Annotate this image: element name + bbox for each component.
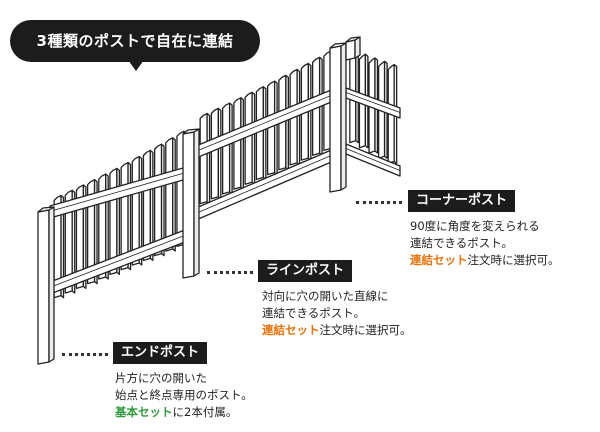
panel-1-slat	[165, 137, 174, 252]
corner-post	[329, 45, 342, 193]
line-post-line3: 連結セット注文時に選択可。	[262, 322, 412, 339]
panel-3-bottom-rail-edge	[345, 148, 401, 171]
end-post-title: エンドポスト	[121, 345, 200, 360]
line-post-side	[193, 128, 200, 277]
end-post-set-note: に2本付属。	[172, 405, 238, 419]
corner-post-line3: 連結セット注文時に選択可。	[410, 252, 560, 269]
panel-2-slat-side	[228, 102, 233, 195]
end-post-side	[48, 206, 55, 363]
corner-post-line1: 90度に角度を変えられる	[410, 219, 540, 233]
panel-1-slat-side	[82, 184, 87, 289]
panel-3-top-rail-edge	[345, 92, 401, 113]
panel-2-slat	[199, 112, 208, 205]
line-post-set-name: 連結セット	[262, 323, 320, 337]
end-post-line2: 始点と終点専用のポスト。	[115, 388, 253, 402]
line-post-set-note: 注文時に選択可。	[319, 323, 412, 337]
end-post-description: 片方に穴の開いた 始点と終点専用のポスト。 基本セットに2本付属。	[115, 370, 253, 421]
line-post-description: 対向に穴の開いた直線に 連結できるポスト。 連結セット注文時に選択可。	[262, 288, 412, 339]
panel-2-slat	[266, 80, 276, 176]
panel-2-slat-side	[251, 91, 256, 185]
headline-text: 3種類のポストで自在に連結	[36, 32, 234, 50]
panel-1-slat-side	[60, 194, 65, 299]
panel-1-bottom-rail-edge	[49, 233, 191, 288]
panel-1-slat-side	[172, 137, 176, 252]
panel-1-top-rail-edge	[49, 171, 191, 212]
panel-2-slat	[233, 97, 242, 190]
line-post-leader-dots	[207, 271, 253, 274]
corner-post-side	[340, 42, 347, 191]
corner-post-set-note: 注文時に選択可。	[467, 253, 560, 267]
end-post-label: エンドポスト	[113, 342, 208, 364]
panel-1-slat-side	[71, 189, 76, 294]
end-post-leader-dots	[62, 353, 108, 356]
end-post-line3: 基本セットに2本付属。	[115, 404, 253, 421]
panel-2-slat-side	[262, 86, 267, 181]
corner-post-title: コーナーポスト	[416, 193, 508, 208]
corner-post-set-name: 連結セット	[410, 253, 468, 267]
panel-2-slat-side	[240, 97, 245, 190]
corner-post-leader-dots	[356, 201, 402, 204]
panel-2-slat-side	[285, 74, 290, 171]
end-post-set-name: 基本セット	[115, 405, 173, 419]
panel-2-slat	[244, 91, 253, 185]
panel-2-bottom-rail-edge	[195, 153, 337, 214]
panel-1-slat	[153, 143, 163, 257]
corner-post-label: コーナーポスト	[408, 190, 516, 212]
panel-2-slat-side	[217, 107, 222, 200]
bubble-tail	[128, 60, 144, 71]
end-post-cap	[37, 206, 55, 213]
line-post-line1: 対向に穴の開いた直線に	[262, 289, 389, 303]
panel-2-slat-side	[296, 68, 301, 166]
end-post-line1: 片方に穴の開いた	[115, 371, 207, 385]
line-post-line2: 連結できるポスト。	[262, 306, 366, 320]
panel-2-slat-side	[206, 112, 211, 205]
line-post-label: ラインポスト	[258, 260, 353, 282]
line-post-title: ラインポスト	[266, 263, 345, 278]
panel-2-slat	[221, 102, 231, 195]
line-post	[182, 131, 195, 279]
panel-2-slat-side	[273, 80, 278, 176]
corner-post-description: 90度に角度を変えられる 連結できるポスト。 連結セット注文時に選択可。	[410, 218, 560, 269]
panel-2-slat	[210, 107, 220, 200]
line-post-cap	[182, 128, 200, 135]
panel-1-slat-side	[160, 143, 165, 257]
end-post	[37, 209, 50, 365]
panel-2-slat	[255, 86, 265, 181]
corner-post-back-cap	[345, 39, 356, 61]
corner-post-line2: 連結できるポスト。	[410, 236, 514, 250]
corner-post-back-cap-cap	[345, 36, 361, 43]
panel-2-top-rail-edge	[195, 93, 337, 152]
headline-bubble: 3種類のポストで自在に連結	[10, 20, 260, 62]
